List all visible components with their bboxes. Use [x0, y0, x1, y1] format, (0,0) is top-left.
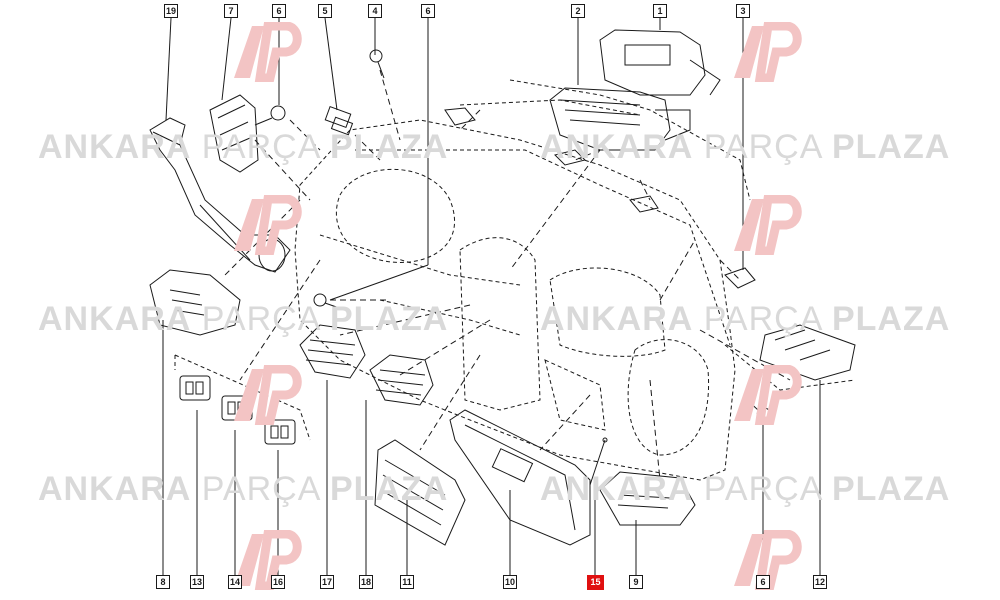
watermark-logo	[734, 22, 802, 82]
callout-18: 18	[359, 575, 373, 589]
watermark-text: ANKARA PARÇA PLAZA	[540, 300, 951, 338]
watermark-text: ANKARA PARÇA PLAZA	[38, 128, 449, 166]
callout-15: 15	[587, 575, 604, 590]
speaker-grille-12	[759, 324, 856, 381]
callout-12: 12	[813, 575, 827, 589]
callout-2: 2	[571, 4, 585, 18]
center-vent-17	[299, 324, 366, 379]
watermark-text: ANKARA PARÇA PLAZA	[38, 300, 449, 338]
callout-11: 11	[400, 575, 414, 589]
callout-3: 3	[736, 4, 750, 18]
center-vent-18	[369, 354, 434, 406]
instrument-cluster-2	[549, 87, 691, 151]
pin-15	[589, 437, 608, 486]
grille-group-bracket	[724, 344, 856, 391]
callout-19: 19	[164, 4, 178, 18]
callout-6: 6	[272, 4, 286, 18]
screw-mid	[313, 293, 346, 311]
callout-6: 6	[756, 575, 770, 589]
screw-top	[254, 105, 286, 126]
callout-9: 9	[629, 575, 643, 589]
callout-7: 7	[224, 4, 238, 18]
watermark-logo	[234, 22, 302, 82]
callout-10: 10	[503, 575, 517, 589]
callout-14: 14	[228, 575, 242, 589]
callout-4: 4	[368, 4, 382, 18]
clip-part	[324, 106, 354, 136]
small-clips	[444, 107, 756, 289]
right-vent	[599, 471, 696, 526]
watermark-text: ANKARA PARÇA PLAZA	[38, 470, 449, 508]
instrument-cluster-1	[599, 29, 721, 96]
watermark-logo	[734, 195, 802, 255]
side-vent-panel	[209, 94, 259, 173]
left-side-vent	[149, 269, 241, 336]
switch-13	[179, 375, 211, 401]
callout-5: 5	[318, 4, 332, 18]
callout-1: 1	[653, 4, 667, 18]
watermark-logo	[234, 195, 302, 255]
glovebox-10	[449, 409, 591, 546]
watermark-logo	[234, 530, 302, 590]
switch-group-bracket	[174, 354, 311, 441]
air-duct	[149, 117, 291, 273]
callout-17: 17	[320, 575, 334, 589]
callout-13: 13	[190, 575, 204, 589]
watermark-logo	[734, 530, 802, 590]
bolt-part	[369, 49, 385, 79]
dashboard-outline	[294, 79, 751, 481]
watermark-logo	[234, 365, 302, 425]
trim-panel-11	[374, 439, 466, 546]
callout-6: 6	[421, 4, 435, 18]
watermark-text: ANKARA PARÇA PLAZA	[540, 128, 951, 166]
switch-16	[264, 419, 296, 445]
watermark-text: ANKARA PARÇA PLAZA	[540, 470, 951, 508]
callout-8: 8	[156, 575, 170, 589]
callout-16: 16	[271, 575, 285, 589]
watermark-logo	[734, 365, 802, 425]
